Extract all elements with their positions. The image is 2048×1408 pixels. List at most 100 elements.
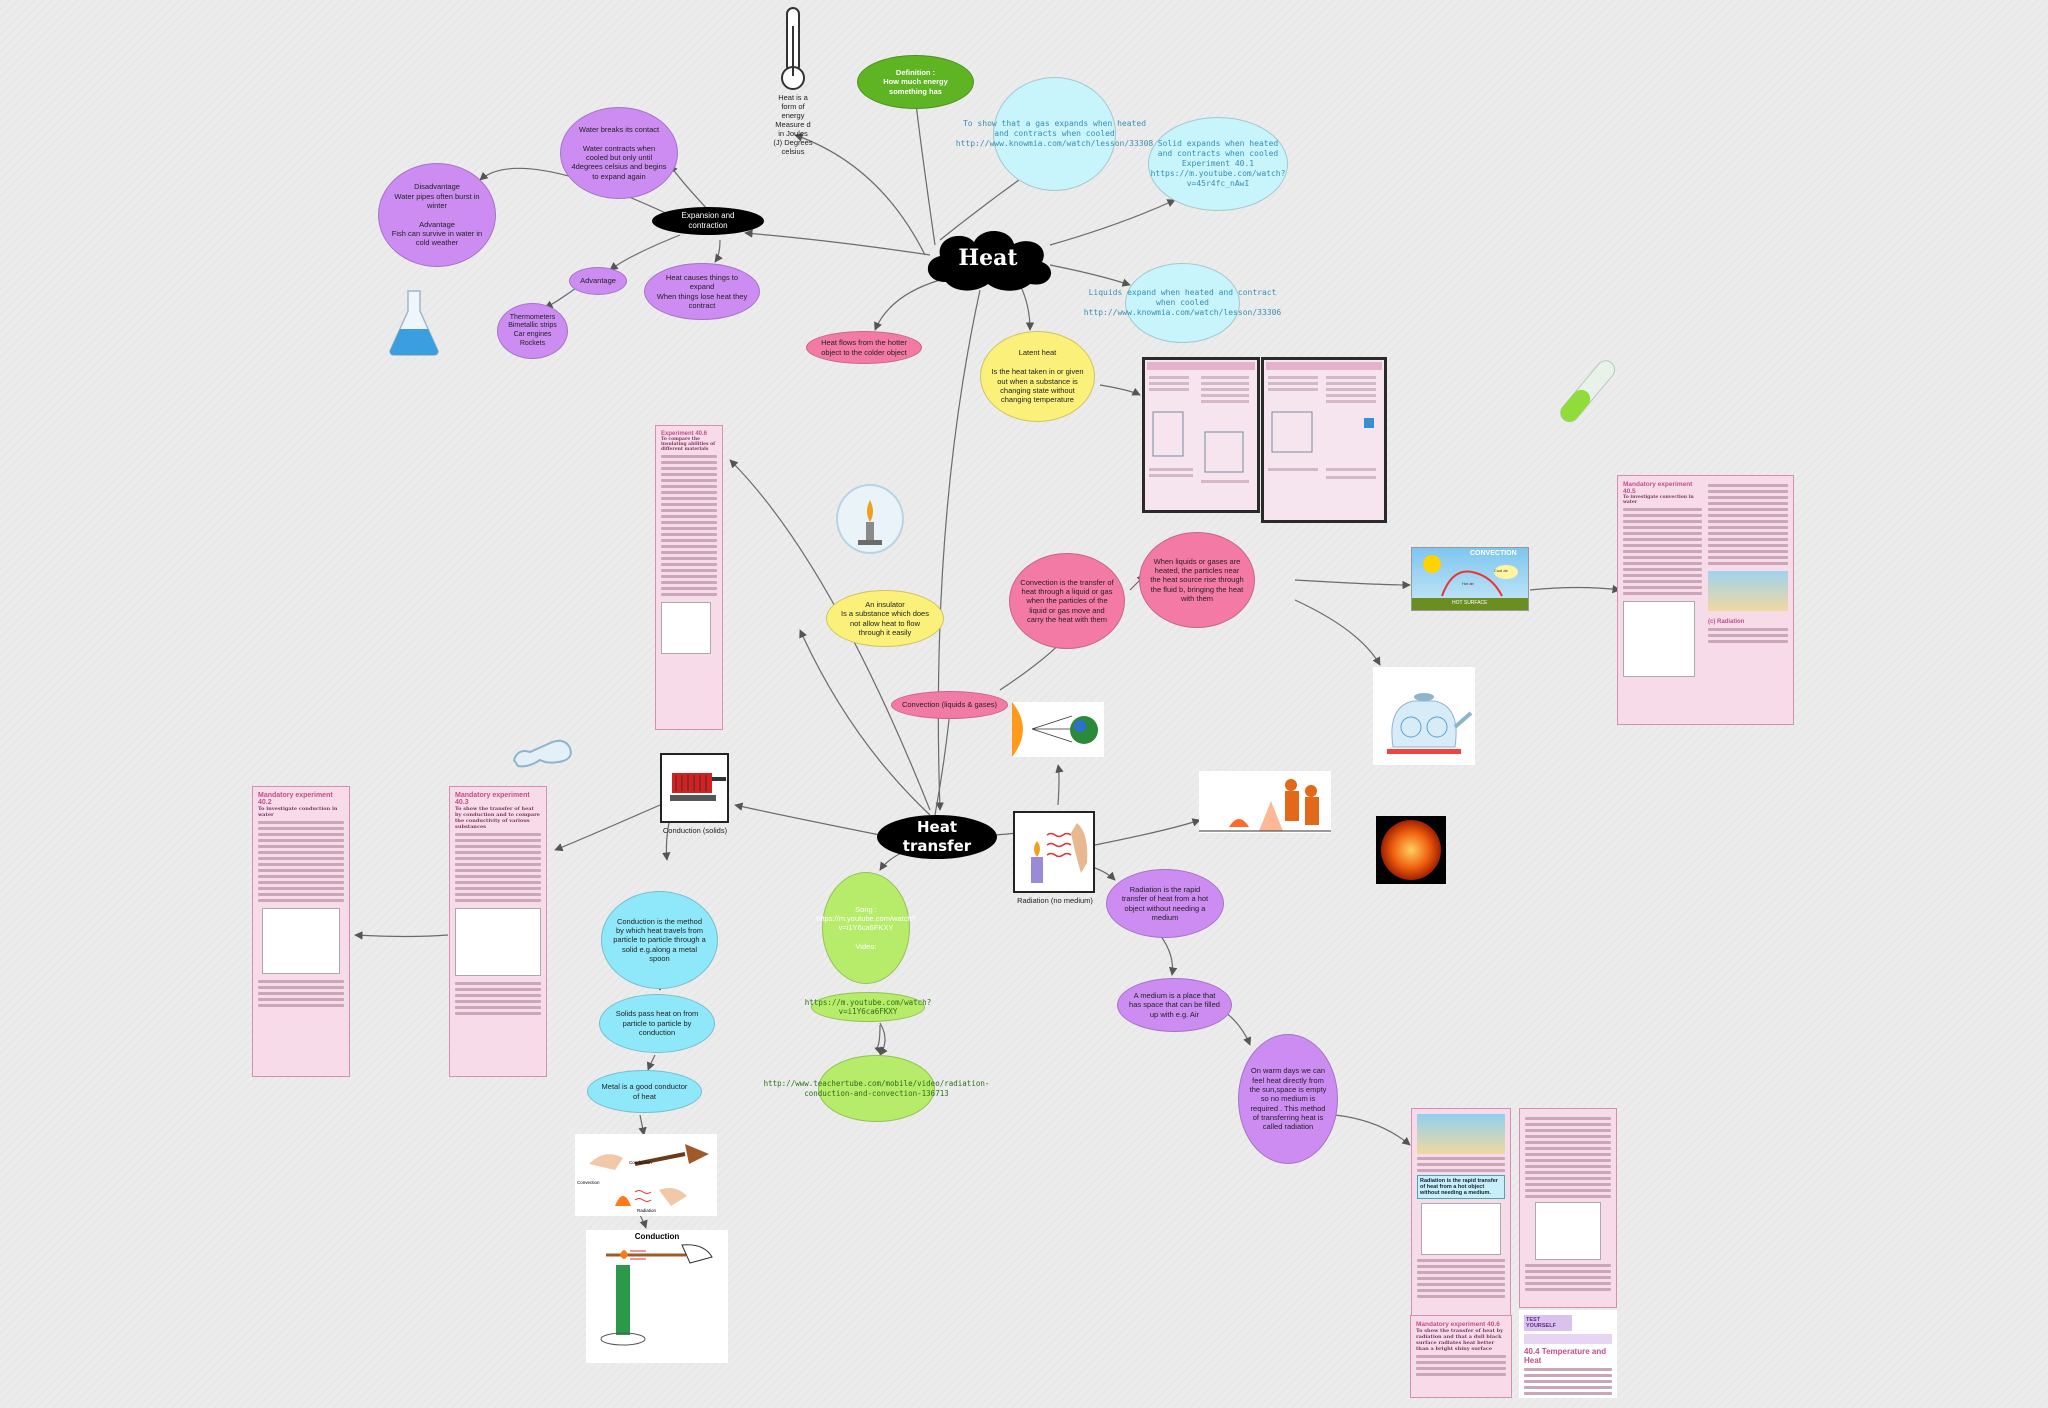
- conductivity-doc-sub: To show the transfer of heat by conducti…: [455, 806, 540, 830]
- conduction-water-doc[interactable]: Mandatory experiment 40.2 To investigate…: [252, 786, 350, 1077]
- methods-label-conduction: Conduction: [629, 1160, 652, 1165]
- metal-conductor-node[interactable]: Metal is a good conductor of heat: [587, 1070, 702, 1113]
- conduction-stove-image[interactable]: [660, 753, 729, 823]
- conduction-definition-node[interactable]: Conduction is the method by which heat t…: [601, 891, 718, 989]
- medium-node[interactable]: A medium is a place that has space that …: [1117, 978, 1232, 1032]
- link-radiation-hand: [1094, 818, 1201, 846]
- radiation-beach-doc[interactable]: Radiation is the rapid transfer of heat …: [1411, 1108, 1511, 1318]
- solid-expansion-link-node[interactable]: Solid expands when heated and contracts …: [1148, 117, 1288, 211]
- kettle-art: [1387, 693, 1473, 754]
- link-warm-doc: [1334, 1114, 1411, 1146]
- heat-transfer-methods-image[interactable]: Conduction Convection Radiation: [575, 1134, 717, 1216]
- link-transfer-insulator: [799, 629, 931, 816]
- radiation-candle-image[interactable]: [1013, 811, 1095, 893]
- link-transfer-convlabel: [934, 709, 954, 816]
- thermometer-caption: Heat is a form of energy Measure d in Jo…: [773, 93, 813, 156]
- convection-diagram-art: [1412, 555, 1528, 610]
- link-solids-metal: [646, 1054, 656, 1071]
- sun-image[interactable]: [1376, 816, 1446, 884]
- convection-rise-node[interactable]: When liquids or gases are heated, the pa…: [1139, 532, 1255, 628]
- teachertube-link-node[interactable]: http://www.teachertube.com/mobile/video/…: [764, 1055, 989, 1122]
- link-diagram-doc: [1529, 584, 1621, 594]
- conduction-drawing-title: Conduction: [634, 1232, 680, 1241]
- central-heat-title: Heat: [958, 245, 1018, 271]
- link-rise-kettle: [1294, 599, 1381, 666]
- liquid-expansion-link-node[interactable]: Liquids expand when heated and contract …: [1084, 263, 1281, 343]
- textbook-page-left[interactable]: [1142, 357, 1260, 513]
- youtube-link-node[interactable]: https://m.youtube.com/watch?v=i1Y6ca6FKX…: [805, 992, 931, 1022]
- test-tube-icon: [1552, 352, 1622, 432]
- central-heat-node[interactable]: Heat: [918, 222, 1058, 294]
- link-raddef-medium: [1159, 934, 1178, 976]
- textbook-page-lines: [1149, 376, 1249, 483]
- insulator-node[interactable]: An insulator Is a substance which does n…: [826, 590, 944, 647]
- test-yourself-label: TEST YOURSELF: [1524, 1315, 1572, 1331]
- radiation-doc-sub: To show the transfer of heat by radiatio…: [1416, 1328, 1503, 1352]
- candle-art: [1031, 823, 1088, 883]
- link-latent-pages: [1099, 384, 1141, 396]
- fire-people-image[interactable]: [1199, 771, 1331, 833]
- insulator-doc-sub: To compare the insulating abilities of d…: [661, 437, 716, 452]
- temperature-heat-doc[interactable]: TEST YOURSELF 40.4 Temperature and Heat: [1519, 1310, 1617, 1398]
- textbook-page-right[interactable]: [1261, 357, 1387, 523]
- link-conduction-def: [662, 817, 671, 861]
- radiation-method-doc[interactable]: [1519, 1108, 1617, 1308]
- water-contracts-node[interactable]: Water breaks its contact Water contracts…: [560, 107, 678, 199]
- stove-art: [670, 773, 726, 801]
- insulator-experiment-doc[interactable]: Experiment 40.6 To compare the insulatin…: [655, 425, 723, 730]
- sun-earth-image[interactable]: [1012, 702, 1104, 757]
- conduction-drawing-image[interactable]: Conduction: [586, 1230, 728, 1363]
- definition-node[interactable]: Definition : How much energy something h…: [857, 55, 974, 109]
- link-song-yt: [874, 1024, 884, 1055]
- thermometers-node[interactable]: Thermometers Bimetallic strips Car engin…: [497, 303, 568, 359]
- heat-transfer-node[interactable]: Heat transfer: [877, 815, 997, 859]
- textbook-page-lines-right: [1268, 376, 1376, 479]
- expansion-contraction-node[interactable]: Expansion and contraction: [652, 207, 764, 235]
- link-heat-expansion: [744, 229, 931, 256]
- link-expansion-water: [669, 164, 711, 213]
- convection-doc-radiation: (c) Radiation: [1708, 619, 1745, 625]
- link-rise-diagram: [1294, 579, 1411, 590]
- methods-label-radiation: Radiation: [637, 1208, 657, 1213]
- radiation-box-text: Radiation is the rapid transfer of heat …: [1417, 1175, 1505, 1199]
- convection-definition-node[interactable]: Convection is the transfer of heat throu…: [1009, 553, 1125, 649]
- link-heat-transfer: [935, 289, 981, 811]
- heat-causes-expand-node[interactable]: Heat causes things to expand When things…: [644, 263, 760, 320]
- convection-diagram[interactable]: CONVECTION HOT SURFACE Cool air Hot air: [1411, 547, 1529, 611]
- kettle-image[interactable]: [1373, 667, 1475, 765]
- convection-hot-surface: HOT SURFACE: [1452, 600, 1488, 606]
- conduction-drawing-art: [600, 1244, 713, 1346]
- bunsen-burner-icon: [836, 484, 904, 554]
- link-expansion-causes: [714, 239, 723, 263]
- link-transfer-conduction: [734, 802, 881, 836]
- link-metal-image: [638, 1114, 647, 1136]
- link-yt-teacher: [879, 1022, 888, 1056]
- conduction-water-doc-sub: To investigate conduction in water: [258, 806, 338, 818]
- temp-heat-heading: 40.4 Temperature and Heat: [1524, 1347, 1607, 1365]
- solids-pass-heat-node[interactable]: Solids pass heat on from particle to par…: [599, 994, 715, 1053]
- convection-experiment-doc[interactable]: Mandatory experiment 40.5 To investigate…: [1617, 475, 1794, 725]
- latent-heat-node[interactable]: Latent heat Is the heat taken in or give…: [980, 331, 1095, 422]
- heat-flows-node[interactable]: Heat flows from the hotter object to the…: [806, 331, 922, 364]
- cloud-shape: [927, 230, 1052, 291]
- gas-expansion-link-node[interactable]: To show that a gas expands when heated a…: [956, 77, 1153, 191]
- song-link-node[interactable]: Song : https://m.youtube.com/watch?v=i1Y…: [816, 872, 916, 984]
- radiation-caption: Radiation (no medium): [1017, 896, 1093, 905]
- goggles-icon: [508, 730, 580, 772]
- radiation-definition-node[interactable]: Radiation is the rapid transfer of heat …: [1106, 869, 1224, 938]
- disadvantage-advantage-node[interactable]: Disadvantage Water pipes often burst in …: [378, 163, 496, 267]
- methods-label-convection: Convection: [577, 1180, 600, 1185]
- link-expansion-disadvantage: [479, 167, 671, 216]
- link-heat-solid: [1049, 199, 1176, 246]
- radiation-experiment-doc[interactable]: Mandatory experiment 40.6 To show the tr…: [1410, 1315, 1512, 1398]
- advantage-node[interactable]: Advantage: [569, 267, 627, 295]
- link-expansion-advantage: [609, 234, 681, 271]
- convection-label-node[interactable]: Convection (liquids & gases): [891, 691, 1008, 719]
- conductivity-doc[interactable]: Mandatory experiment 40.3 To show the tr…: [449, 786, 547, 1077]
- convection-diagram-title: CONVECTION: [1470, 550, 1517, 557]
- warm-days-node[interactable]: On warm days we can feel heat directly f…: [1238, 1034, 1338, 1164]
- radiation-doc-title: Mandatory experiment 40.6: [1416, 1321, 1500, 1328]
- flask-icon: [388, 289, 440, 357]
- convection-cool-air: Cool air: [1494, 568, 1508, 573]
- link-radiation-sun: [1055, 764, 1064, 806]
